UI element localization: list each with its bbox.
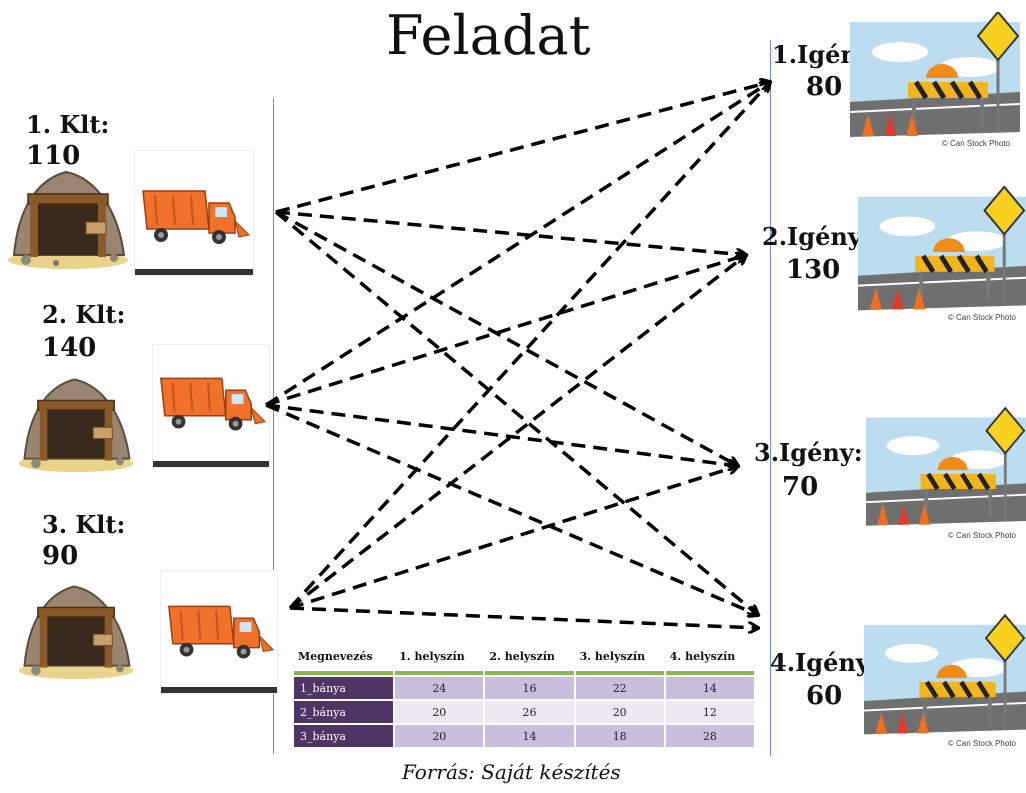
table-row: 1_bánya 24 16 22 14 — [294, 677, 754, 699]
supply-1-label: 1. Klt: — [26, 110, 110, 139]
table-row: 3_bánya 20 14 18 28 — [294, 725, 754, 747]
table-cell: 14 — [665, 677, 754, 699]
table-cell: 26 — [485, 701, 574, 723]
demand-2-value: 130 — [786, 255, 841, 285]
supply-2-value: 140 — [42, 333, 97, 363]
arrow-supply1-to-demand1 — [275, 82, 770, 214]
left-divider-line — [273, 98, 274, 754]
arrow-supply1-to-demand2 — [275, 210, 746, 255]
right-divider-line — [770, 40, 771, 756]
truck-2-icon — [152, 344, 270, 468]
table-cell: 22 — [575, 677, 664, 699]
supply-3-label: 3. Klt: — [42, 510, 126, 539]
construction-site-4-icon: © Can Stock Photo — [863, 612, 1026, 750]
table-row-name: 1_bánya — [294, 677, 394, 699]
table-row-name: 3_bánya — [294, 725, 394, 747]
table-cell: 20 — [575, 701, 664, 723]
demand-3-value: 70 — [782, 472, 819, 502]
arrow-supply2-to-demand4 — [265, 403, 758, 615]
mine-1-icon — [8, 170, 128, 269]
truck-3-icon — [160, 570, 278, 694]
table-row: 2_bánya 20 26 20 12 — [294, 701, 754, 723]
mine-2-icon — [18, 378, 134, 473]
cost-table: Megnevezés 1. helyszín 2. helyszín 3. he… — [292, 640, 756, 747]
table-row-name: 2_bánya — [294, 701, 394, 723]
image-credit: © Can Stock Photo — [947, 531, 1016, 540]
arrow-supply3-to-demand3 — [289, 466, 738, 610]
table-header: 4. helyszín — [665, 640, 754, 675]
demand-4-label: 4.Igény: — [770, 648, 879, 677]
demand-1-value: 80 — [806, 72, 843, 102]
table-cell: 20 — [395, 701, 484, 723]
arrow-supply3-to-demand4 — [289, 606, 758, 628]
table-cell: 20 — [395, 725, 484, 747]
construction-site-3-icon: © Can Stock Photo — [865, 404, 1026, 542]
supply-2-label: 2. Klt: — [42, 300, 126, 329]
table-header-row: Megnevezés 1. helyszín 2. helyszín 3. he… — [294, 640, 754, 675]
table-cell: 28 — [665, 725, 754, 747]
truck-1-icon — [134, 150, 254, 276]
arrow-supply3-to-demand1 — [288, 82, 770, 610]
page-title: Feladat — [386, 4, 591, 67]
demand-4-value: 60 — [806, 681, 843, 711]
table-cell: 14 — [485, 725, 574, 747]
table-cell: 16 — [485, 677, 574, 699]
demand-3-label: 3.Igény: — [754, 438, 863, 467]
arrow-supply3-to-demand2 — [288, 255, 746, 610]
table-header: 1. helyszín — [395, 640, 484, 675]
table-header: 3. helyszín — [575, 640, 664, 675]
table-cell: 24 — [395, 677, 484, 699]
arrow-supply2-to-demand2 — [265, 255, 746, 407]
construction-site-1-icon: © Can Stock Photo — [849, 10, 1021, 150]
supply-1-value: 110 — [26, 141, 81, 171]
arrow-supply2-to-demand1 — [265, 82, 770, 407]
table-cell: 12 — [665, 701, 754, 723]
table-header: 2. helyszín — [485, 640, 574, 675]
table-header: Megnevezés — [294, 640, 394, 675]
image-credit: © Can Stock Photo — [947, 739, 1016, 748]
supply-3-value: 90 — [42, 541, 79, 571]
mine-3-icon — [18, 585, 134, 680]
image-credit: © Can Stock Photo — [941, 139, 1010, 148]
image-credit: © Can Stock Photo — [947, 313, 1016, 322]
demand-2-label: 2.Igény: — [762, 222, 871, 251]
construction-site-2-icon: © Can Stock Photo — [857, 185, 1026, 324]
arrow-supply2-to-demand3 — [265, 403, 738, 466]
table-cell: 18 — [575, 725, 664, 747]
source-caption: Forrás: Saját készítés — [402, 760, 621, 784]
arrow-supply1-to-demand4 — [274, 210, 758, 615]
